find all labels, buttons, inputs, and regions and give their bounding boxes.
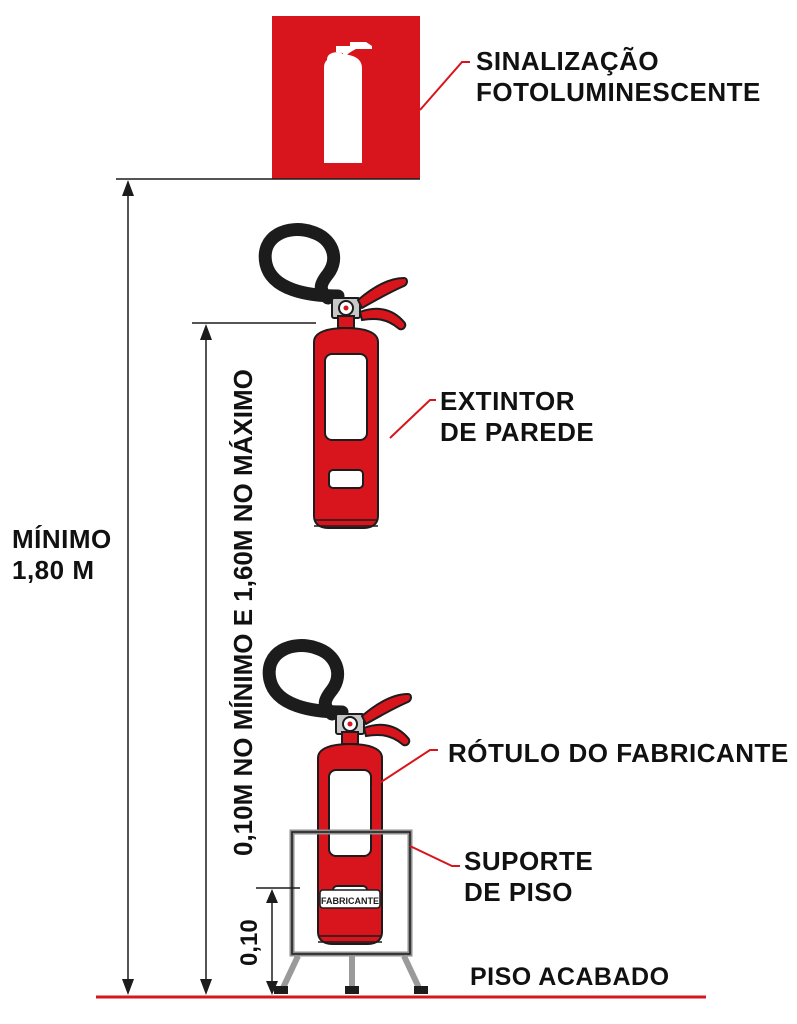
- fire-extinguisher-sign-icon: [324, 42, 372, 163]
- minimum-height-label-line2: 1,80 M: [12, 555, 95, 585]
- floor-stand-label-line2: DE PISO: [464, 877, 573, 907]
- photoluminescent-sign: [272, 16, 420, 179]
- height-range-label: 0,10M NO MÍNIMO E 1,60M NO MÁXIMO: [228, 369, 258, 856]
- dimension-minimum-height: [116, 178, 420, 995]
- signage-callout-line: [419, 61, 470, 111]
- floor-stand-label: SUPORTE DE PISO: [464, 846, 593, 908]
- floor-stand-callout-line: [409, 845, 460, 867]
- floor-extinguisher: [269, 646, 411, 944]
- manufacturer-label-callout-line: [371, 749, 438, 789]
- wall-extinguisher: [265, 230, 407, 528]
- signage-label-line2: FOTOLUMINESCENTE: [476, 77, 761, 107]
- finished-floor-label: PISO ACABADO: [470, 963, 670, 991]
- minimum-height-label-line1: MÍNIMO: [12, 524, 112, 554]
- floor-stand: [274, 829, 428, 994]
- wall-extinguisher-label-line1: EXTINTOR: [440, 386, 575, 416]
- dimension-wall-height-range: [192, 322, 316, 995]
- floor-stand-label-line1: SUPORTE: [464, 846, 594, 876]
- ground-gap-label: 0,10: [236, 919, 263, 966]
- wall-extinguisher-callout-line: [389, 399, 436, 439]
- brand-tag: [319, 889, 381, 909]
- wall-extinguisher-label-line2: DE PAREDE: [440, 417, 595, 447]
- signage-label-line1: SINALIZAÇÃO: [476, 46, 660, 76]
- brand-tag-text: FABRICANTE: [321, 896, 379, 906]
- wall-extinguisher-label: EXTINTOR DE PAREDE: [440, 386, 594, 448]
- signage-label: SINALIZAÇÃO FOTOLUMINESCENTE: [476, 46, 761, 108]
- manufacturer-label: RÓTULO DO FABRICANTE: [448, 738, 789, 768]
- dimension-ground-gap: [256, 887, 300, 995]
- minimum-height-label: MÍNIMO 1,80 M: [12, 524, 112, 586]
- fire-extinguisher-icon: [265, 230, 407, 528]
